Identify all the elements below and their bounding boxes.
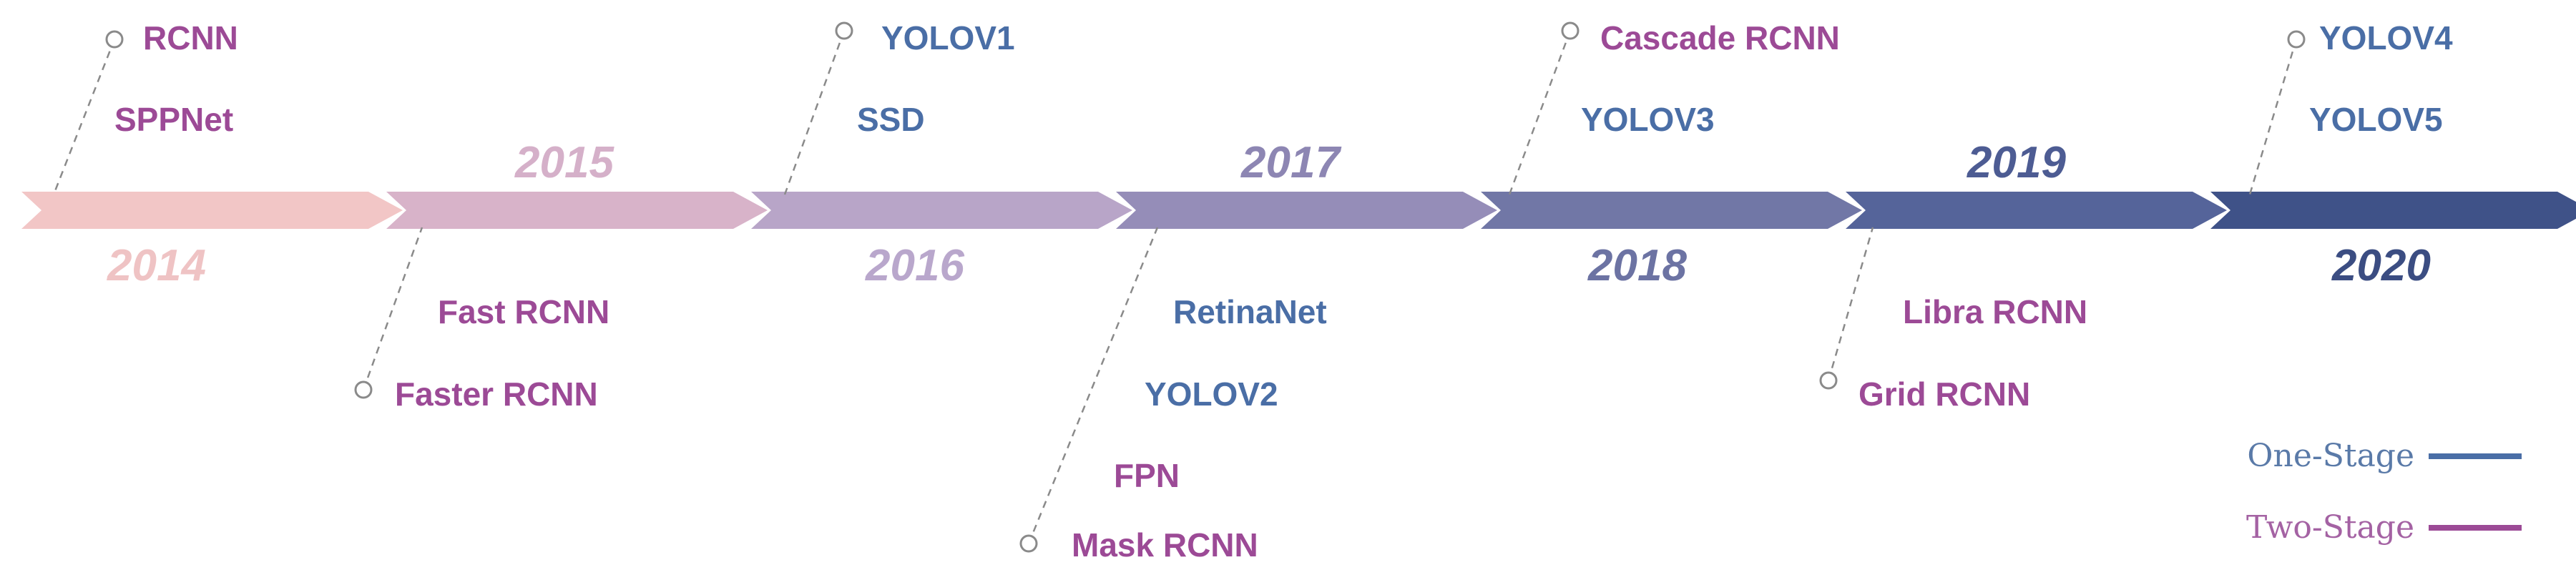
leader-line-2016: [783, 30, 846, 195]
legend-label: Two-Stage: [2246, 509, 2414, 546]
marker-circle-2019: [1819, 371, 1838, 390]
legend-item-two-stage: Two-Stage: [2246, 509, 2522, 546]
model-label: YOLOV1: [881, 19, 1015, 56]
model-label: YOLOV4: [2319, 19, 2453, 56]
leader-line-2019: [1827, 227, 1874, 381]
year-label-2017: 2017: [1240, 138, 1341, 187]
year-label-2014: 2014: [107, 241, 206, 290]
legend-label: One-Stage: [2247, 438, 2414, 474]
timeline-arrow-2017: [1116, 192, 1497, 229]
model-label: Grid RCNN: [1858, 375, 2030, 413]
leader-line-2020: [2248, 39, 2298, 195]
model-label: RetinaNet: [1173, 293, 1327, 330]
timeline-arrow-2016: [751, 192, 1132, 229]
timeline-segment-2014: 2014 RCNN SPPNet: [21, 19, 403, 290]
timeline-arrow-2019: [1846, 192, 2227, 229]
year-label-2015: 2015: [514, 138, 614, 187]
model-label: SPPNet: [114, 101, 233, 138]
leader-line-2018: [1508, 30, 1572, 195]
marker-circle-2015: [354, 380, 373, 399]
year-label-2019: 2019: [1967, 138, 2066, 187]
marker-circle-2016: [835, 21, 853, 40]
model-label: YOLOV5: [2309, 101, 2443, 138]
model-label: SSD: [857, 101, 925, 138]
model-label: Libra RCNN: [1903, 293, 2087, 330]
model-label: Cascade RCNN: [1600, 19, 1840, 56]
marker-circle-2017: [1019, 534, 1038, 553]
model-label: Mask RCNN: [1072, 526, 1258, 564]
year-label-2016: 2016: [865, 241, 964, 290]
leader-line-2015: [362, 227, 423, 390]
model-label: YOLOV3: [1581, 101, 1715, 138]
model-label: Faster RCNN: [395, 375, 598, 413]
timeline-arrow-2014: [21, 192, 403, 229]
year-label-2018: 2018: [1587, 241, 1687, 290]
leader-line-2017: [1027, 227, 1159, 544]
legend-item-one-stage: One-Stage: [2247, 438, 2522, 474]
model-label: FPN: [1114, 457, 1180, 494]
model-label: Fast RCNN: [438, 293, 609, 330]
marker-circle-2020: [2287, 30, 2306, 49]
marker-circle-2018: [1561, 21, 1580, 40]
year-label-2020: 2020: [2331, 241, 2431, 290]
timeline-arrow-2018: [1481, 192, 1862, 229]
timeline-arrow-2015: [386, 192, 768, 229]
model-label: RCNN: [143, 19, 238, 56]
timeline-segment-2018: 2018 Cascade RCNN YOLOV3: [1481, 19, 1862, 290]
marker-circle-2014: [105, 30, 124, 49]
timeline-arrow-2020: [2210, 192, 2576, 229]
leader-line-2014: [52, 39, 116, 195]
model-label: YOLOV2: [1145, 375, 1278, 413]
